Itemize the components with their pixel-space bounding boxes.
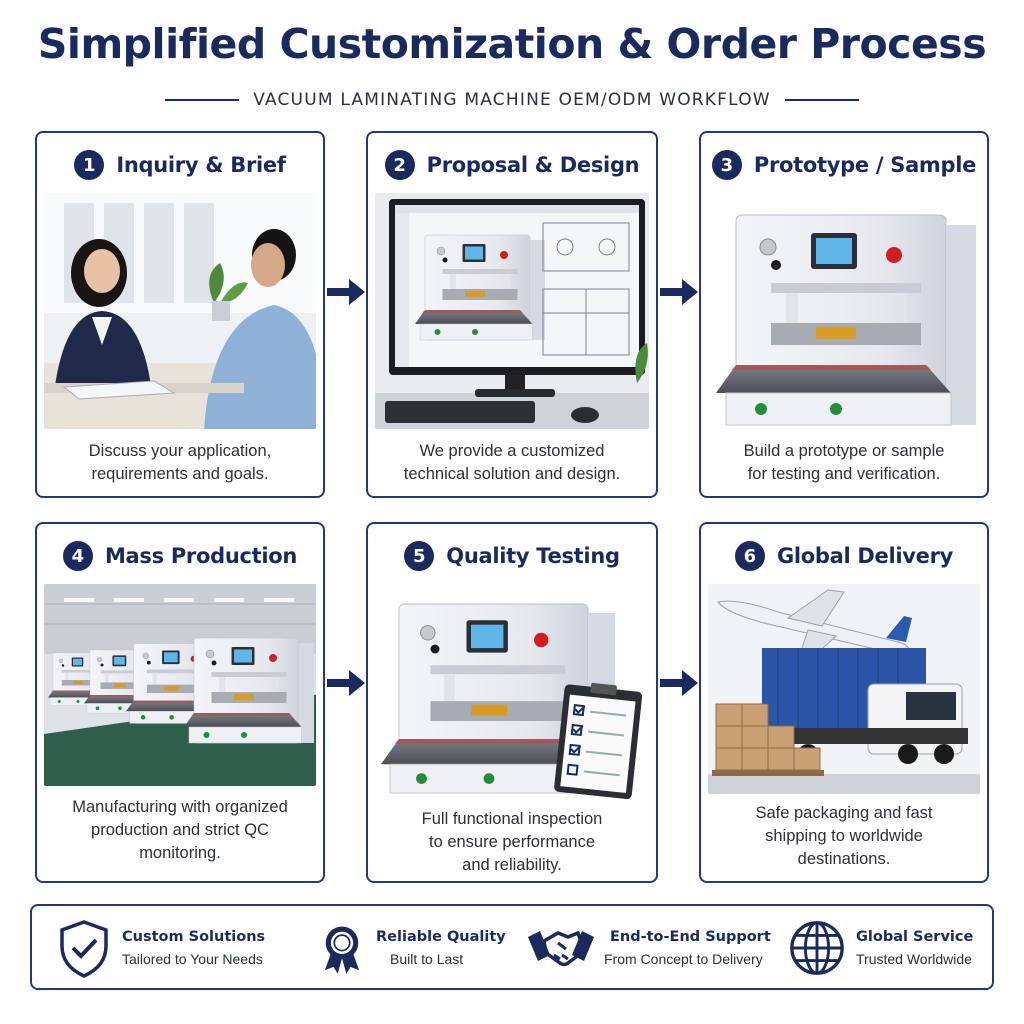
- feature-subtitle: Built to Last: [390, 951, 464, 967]
- step-card-2: 2 Proposal & Design: [366, 131, 658, 498]
- step-number-badge: 4: [62, 541, 93, 571]
- cad-monitor-photo: [375, 193, 649, 429]
- desc-line: and reliability.: [462, 856, 562, 874]
- feature-title: Global Service: [856, 929, 974, 945]
- desc-line: production and strict QC: [91, 821, 269, 839]
- arrow-right-icon: [660, 279, 698, 305]
- step-card-1: 1 Inquiry & Brief Discuss your applic: [35, 131, 325, 498]
- features-bar: Custom Solutions Tailored to Your Needs …: [30, 904, 994, 990]
- feature-subtitle: Trusted Worldwide: [856, 951, 972, 967]
- step-description-1: Discuss your application, requirements a…: [43, 440, 317, 486]
- factory-line-photo: [44, 584, 316, 786]
- desc-line: destinations.: [797, 850, 891, 868]
- desc-line: Manufacturing with organized: [72, 798, 288, 816]
- step-description-3: Build a prototype or sample for testing …: [707, 440, 981, 486]
- step-description-2: We provide a customized technical soluti…: [374, 440, 650, 486]
- desc-line: shipping to worldwide: [765, 827, 923, 845]
- subtitle-rule-left: [165, 99, 240, 101]
- globe-icon: [790, 921, 844, 975]
- step-header-6: 6 Global Delivery: [701, 536, 987, 576]
- shield-check-icon: [60, 920, 108, 978]
- step-header-1: 1 Inquiry & Brief: [37, 145, 323, 185]
- step-card-6: 6 Global Delivery: [699, 522, 989, 883]
- laminating-machine-photo: [708, 193, 980, 429]
- step-number-badge: 5: [404, 541, 435, 571]
- award-ribbon-icon: [324, 926, 360, 974]
- subtitle-row: VACUUM LAMINATING MACHINE OEM/ODM WORKFL…: [0, 86, 1024, 114]
- desc-line: Safe packaging and fast: [755, 804, 933, 822]
- feature-subtitle: Tailored to Your Needs: [122, 951, 263, 967]
- page-subtitle: VACUUM LAMINATING MACHINE OEM/ODM WORKFL…: [253, 90, 771, 110]
- subtitle-rule-right: [784, 99, 859, 101]
- step-card-4: 4 Mass Production Manufacturing with org…: [35, 522, 325, 883]
- feature-title: Reliable Quality: [376, 929, 506, 945]
- step-card-3: 3 Prototype / Sample Build a prototype o…: [699, 131, 989, 498]
- step-header-5: 5 Quality Testing: [368, 536, 656, 576]
- arrow-right-icon: [327, 279, 365, 305]
- handshake-icon: [528, 930, 594, 967]
- step-card-5: 5 Quality Testing Full functional ins: [366, 522, 658, 883]
- feature-global-service: Global Service Trusted Worldwide: [788, 916, 973, 980]
- feature-title: Custom Solutions: [122, 929, 266, 945]
- business-meeting-photo: [44, 193, 316, 429]
- machine-with-checklist-photo: [375, 584, 649, 808]
- arrow-right-icon: [660, 670, 698, 696]
- desc-line: Full functional inspection: [421, 810, 603, 828]
- desc-line: Build a prototype or sample: [743, 442, 945, 460]
- step-description-4: Manufacturing with organized production …: [43, 796, 317, 865]
- step-number-badge: 1: [74, 150, 105, 180]
- step-title: Inquiry & Brief: [116, 153, 286, 177]
- feature-custom-solutions: Custom Solutions Tailored to Your Needs: [56, 916, 265, 980]
- step-description-5: Full functional inspection to ensure per…: [374, 808, 650, 877]
- desc-line: for testing and verification.: [747, 465, 941, 483]
- feature-title: End-to-End Support: [610, 929, 771, 945]
- step-number-badge: 6: [734, 541, 765, 571]
- step-title: Quality Testing: [446, 544, 620, 568]
- feature-end-to-end-support: End-to-End Support From Concept to Deliv…: [526, 916, 771, 980]
- step-title: Proposal & Design: [426, 153, 640, 177]
- step-number-badge: 3: [711, 150, 742, 180]
- desc-line: monitoring.: [139, 844, 221, 862]
- desc-line: Discuss your application,: [88, 442, 272, 460]
- step-description-6: Safe packaging and fast shipping to worl…: [707, 802, 981, 871]
- desc-line: to ensure performance: [428, 833, 595, 851]
- step-title: Mass Production: [104, 544, 298, 568]
- step-header-3: 3 Prototype / Sample: [701, 145, 987, 185]
- feature-reliable-quality: Reliable Quality Built to Last: [318, 916, 506, 980]
- page-title: Simplified Customization & Order Process: [37, 20, 987, 68]
- plane-truck-photo: [708, 584, 980, 794]
- feature-subtitle: From Concept to Delivery: [604, 951, 763, 967]
- step-header-4: 4 Mass Production: [37, 536, 323, 576]
- desc-line: We provide a customized: [419, 442, 605, 460]
- step-title: Global Delivery: [776, 544, 954, 568]
- arrow-right-icon: [327, 670, 365, 696]
- step-title: Prototype / Sample: [753, 153, 977, 177]
- desc-line: requirements and goals.: [91, 465, 269, 483]
- step-number-badge: 2: [384, 150, 415, 180]
- step-header-2: 2 Proposal & Design: [368, 145, 656, 185]
- desc-line: technical solution and design.: [403, 465, 621, 483]
